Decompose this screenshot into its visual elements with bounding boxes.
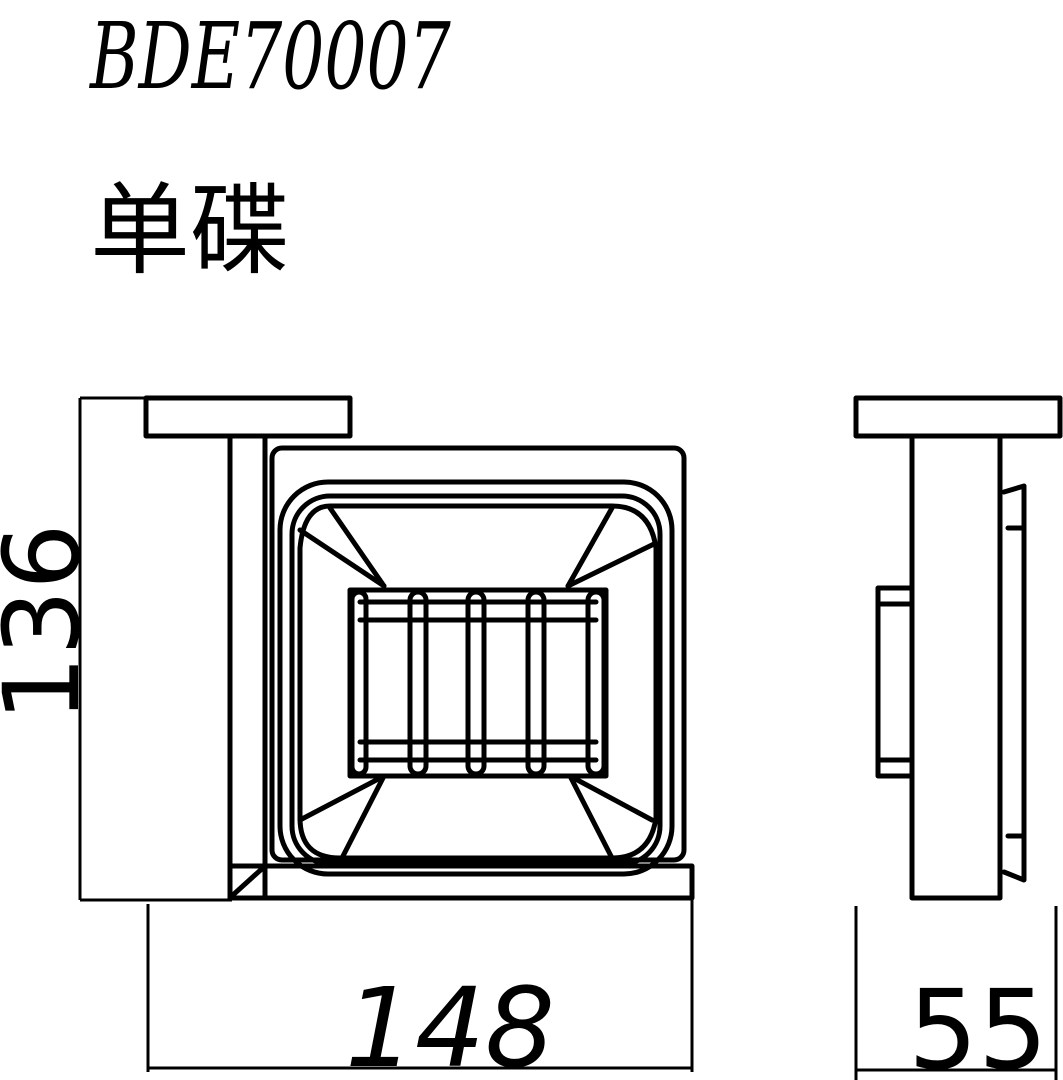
front-view (78, 395, 695, 1072)
dish-outer-rim (277, 479, 675, 877)
grid-bar-3 (465, 589, 487, 777)
side-back-block (875, 585, 915, 779)
side-dish-profile (1001, 483, 1027, 883)
product-name: 单碟 (90, 172, 290, 289)
side-vertical-body (909, 433, 1003, 901)
grid-bar-2 (407, 589, 429, 777)
dish-inner-rim (289, 493, 663, 867)
width-dimension: 148 (345, 964, 555, 1080)
grid-bar-4 (525, 589, 547, 777)
grid-bar-5 (585, 589, 607, 777)
front-bottom-bar (227, 863, 695, 901)
side-mount-plate (853, 395, 1063, 439)
front-mount-plate (143, 395, 353, 439)
front-vertical-arm (227, 433, 268, 901)
model-number: BDE70007 (88, 3, 450, 110)
depth-dimension: 55 (908, 966, 1048, 1080)
height-dimension: 136 (0, 523, 103, 722)
side-view (853, 395, 1063, 1080)
grid-bar-1 (349, 589, 369, 777)
